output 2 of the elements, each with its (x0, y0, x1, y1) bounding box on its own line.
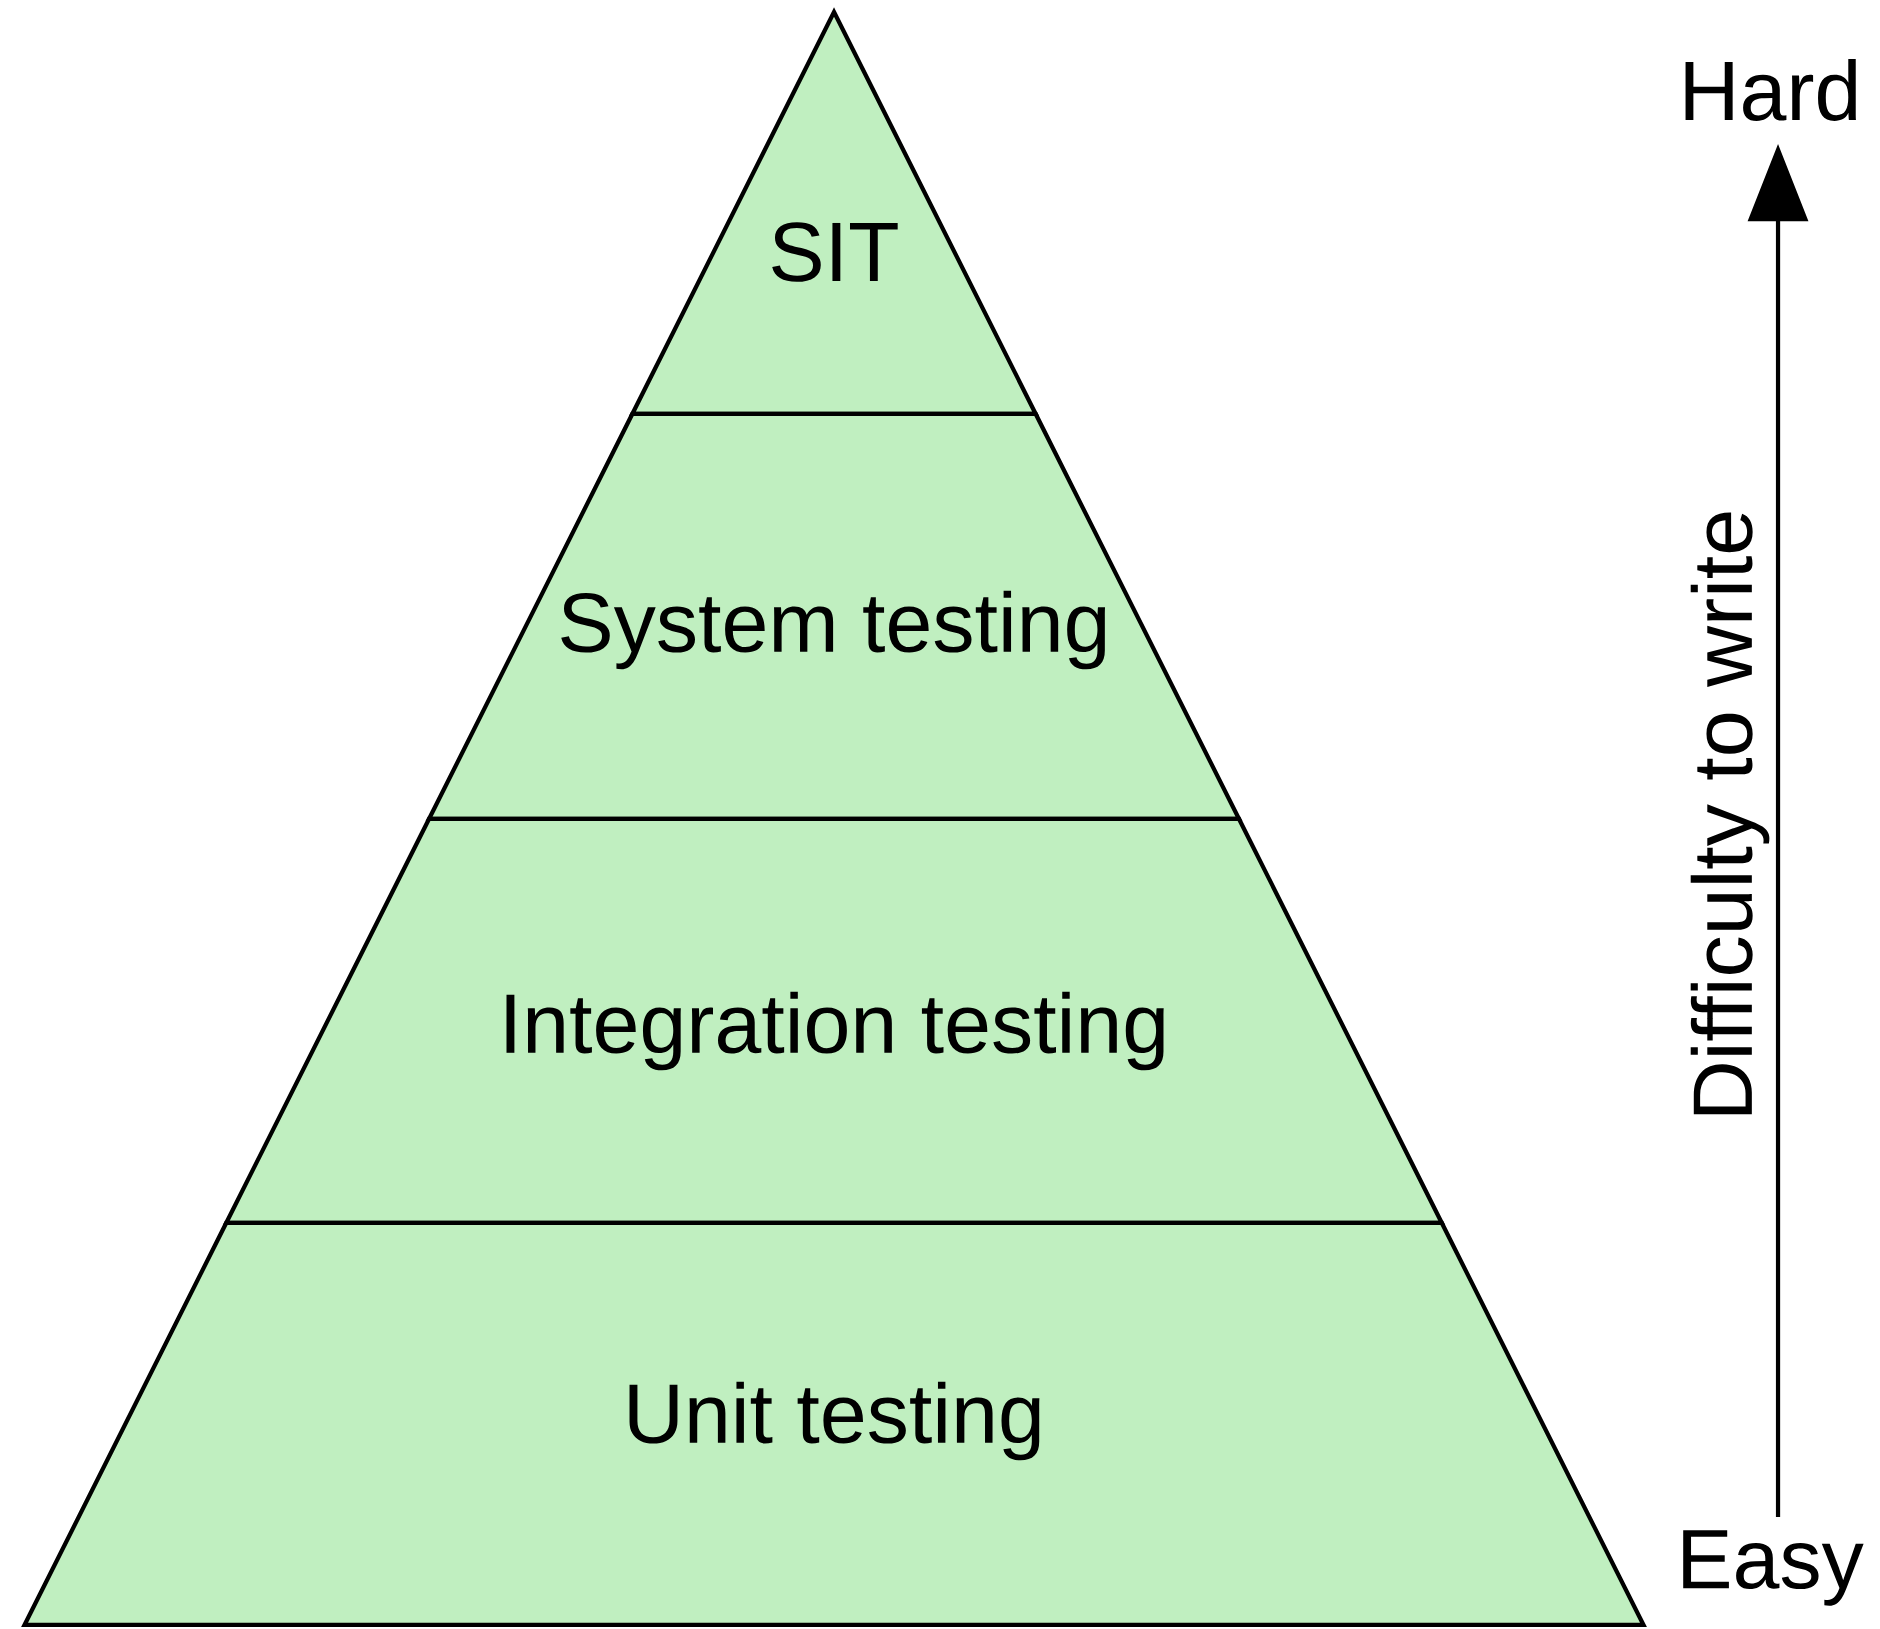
axis-label: Hard (1685, 59, 1856, 121)
axis-title: Difficulty to write (1690, 512, 1770, 1115)
